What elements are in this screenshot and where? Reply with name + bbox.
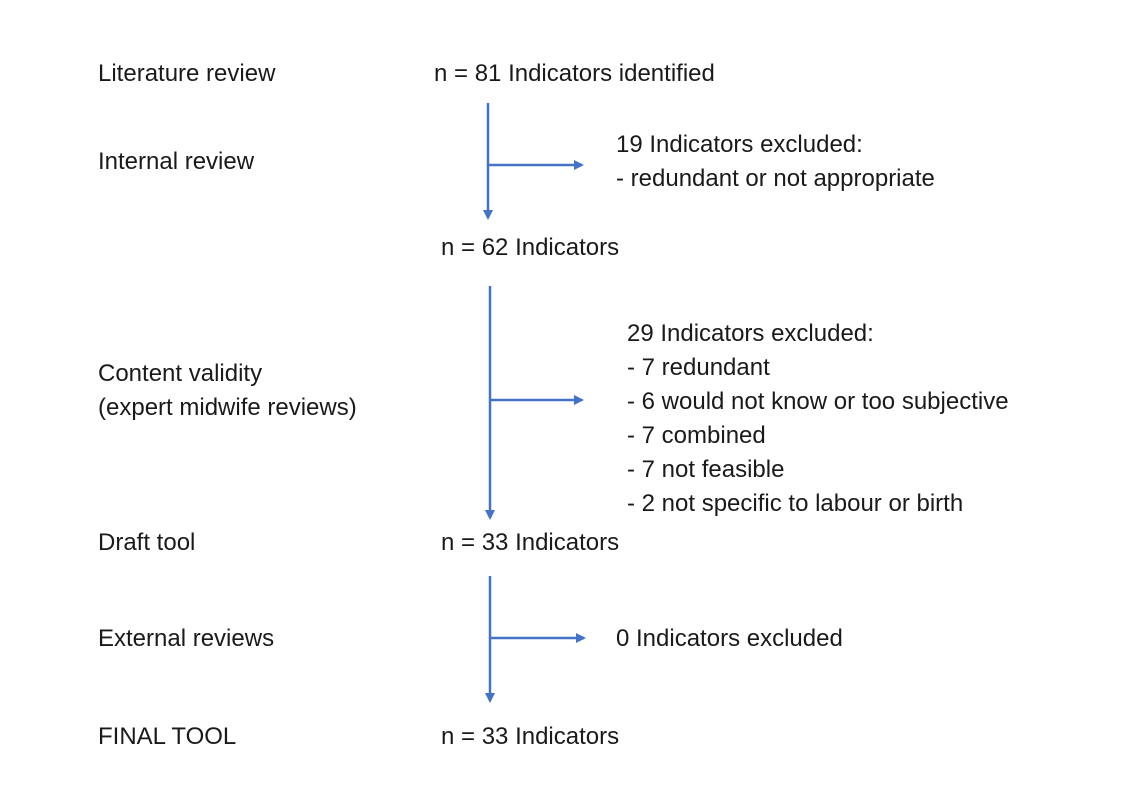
exclusion-content: 29 Indicators excluded: - 7 redundant - … <box>627 317 1009 521</box>
stage-external-reviews: External reviews <box>98 625 275 652</box>
count-final: n = 33 Indicators <box>441 723 620 750</box>
exclusion-content-line: - 7 redundant <box>627 354 770 381</box>
exclusion-content-line: - 6 would not know or too subjective <box>627 388 1009 415</box>
count-identified: n = 81 Indicators identified <box>434 60 715 87</box>
exclusion-content-line: - 7 not feasible <box>627 456 785 483</box>
count-after-content: n = 33 Indicators <box>441 529 620 556</box>
exclusion-internal-line: 19 Indicators excluded: <box>616 131 863 158</box>
exclusion-internal-line: - redundant or not appropriate <box>616 165 935 192</box>
exclusion-content-line: - 7 combined <box>627 422 766 449</box>
stage-literature-review: Literature review <box>98 60 276 87</box>
stage-internal-review: Internal review <box>98 148 255 175</box>
stage-draft-tool: Draft tool <box>98 529 196 556</box>
stage-final-tool: FINAL TOOL <box>98 723 237 750</box>
stage-content-validity-subtitle: (expert midwife reviews) <box>98 394 357 421</box>
exclusion-content-line: - 2 not specific to labour or birth <box>627 490 964 517</box>
stage-content-validity: Content validity <box>98 360 263 387</box>
exclusion-internal: 19 Indicators excluded: - redundant or n… <box>616 128 935 196</box>
exclusion-external: 0 Indicators excluded <box>616 625 843 652</box>
count-after-internal: n = 62 Indicators <box>441 234 620 261</box>
exclusion-content-line: 29 Indicators excluded: <box>627 320 874 347</box>
